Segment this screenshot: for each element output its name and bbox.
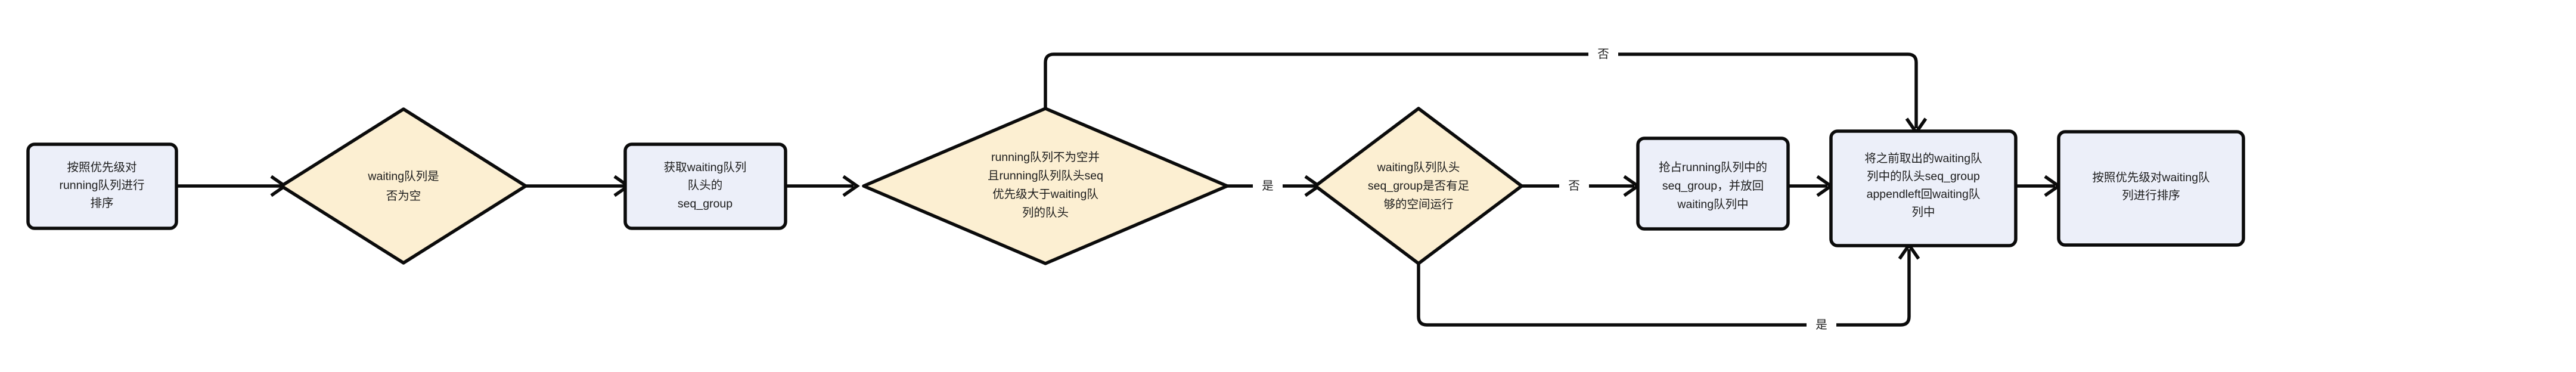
edge-n1-to-n2 <box>176 175 288 197</box>
arrowhead-icon <box>842 175 860 197</box>
node-label-line-2: seq_group，并放回 <box>1662 179 1764 193</box>
node-label-line-2: 否为空 <box>386 190 421 203</box>
edge-path-seg2 <box>1618 52 1918 128</box>
node-label-line-1: 获取waiting队列 <box>664 161 747 174</box>
node-running-priority-greater-than-waiting[interactable]: running队列不为空并 且running队列队头seq 优先级大于waiti… <box>862 107 1229 265</box>
node-label-line-2: 队头的 <box>688 179 723 192</box>
node-label-line-4: 列的队头 <box>1022 206 1069 219</box>
node-box[interactable] <box>26 142 178 230</box>
edge-label-yes: 是 <box>1262 179 1274 193</box>
edge-label-no: 否 <box>1597 48 1609 61</box>
node-label-line-1: 按照优先级对 <box>67 161 136 174</box>
node-label-line-1: waiting队列队头 <box>1377 161 1460 174</box>
edge-path-seg1 <box>1417 264 1807 327</box>
edge-label-no: 否 <box>1568 179 1580 193</box>
node-preempt-running-seq-group[interactable]: 抢占running队列中的 seq_group，并放回 waiting队列中 <box>1636 137 1790 231</box>
node-label-line-1: 将之前取出的waiting队 <box>1864 152 1982 165</box>
node-label-line-2: running队列进行 <box>59 179 144 192</box>
edge-n3-to-n4 <box>786 175 860 197</box>
node-label-line-3: 排序 <box>90 197 113 210</box>
node-enough-space-to-run[interactable]: waiting队列队头 seq_group是否有足 够的空间运行 <box>1314 107 1523 265</box>
node-box[interactable] <box>1636 137 1790 231</box>
node-label-line-3: seq_group <box>678 197 733 210</box>
edge-label-yes: 是 <box>1815 318 1827 331</box>
node-appendleft-back-to-waiting[interactable]: 将之前取出的waiting队 列中的队头seq_group appendleft… <box>1829 129 2018 247</box>
node-label-line-1: 按照优先级对waiting队 <box>2092 171 2209 184</box>
node-sort-waiting-queue[interactable]: 按照优先级对waiting队 列进行排序 <box>2057 130 2245 247</box>
node-label-line-1: 抢占running队列中的 <box>1659 161 1767 174</box>
node-diamond[interactable] <box>1314 107 1523 265</box>
edge-path-seg2 <box>1836 249 1911 327</box>
node-get-waiting-head-seq-group[interactable]: 获取waiting队列 队头的 seq_group <box>623 142 787 230</box>
edge-n2-to-n3 <box>526 175 631 197</box>
edge-n7-to-n8 <box>2016 175 2062 197</box>
node-label-line-3: appendleft回waiting队 <box>1867 188 1981 201</box>
node-label-line-3: 够的空间运行 <box>1383 198 1453 211</box>
node-label-line-2: seq_group是否有足 <box>1368 179 1469 193</box>
node-diamond[interactable] <box>280 107 527 265</box>
edge-n5-to-n6: 否 <box>1522 175 1641 197</box>
node-sort-running-queue[interactable]: 按照优先级对 running队列进行 排序 <box>26 142 178 230</box>
edge-path-seg1 <box>1044 52 1588 108</box>
node-label-line-2: 列中的队头seq_group <box>1867 170 1980 183</box>
node-box[interactable] <box>623 142 787 230</box>
node-label-line-3: waiting队列中 <box>1677 198 1748 211</box>
node-diamond[interactable] <box>862 107 1229 265</box>
edge-n4-to-n7-top: 否 <box>1044 48 1928 135</box>
node-label-line-4: 列中 <box>1911 206 1935 219</box>
node-label-line-1: running队列不为空并 <box>991 151 1100 164</box>
node-box[interactable] <box>2057 130 2245 247</box>
edge-n5-to-n7-bottom: 是 <box>1417 242 1920 331</box>
node-label-line-1: waiting队列是 <box>367 170 439 183</box>
edge-n6-to-n7 <box>1788 175 1834 197</box>
node-label-line-3: 优先级大于waiting队 <box>992 188 1098 201</box>
edge-n4-to-n5: 是 <box>1227 175 1322 197</box>
node-box[interactable] <box>1829 129 2018 247</box>
node-label-line-2: 列进行排序 <box>2122 189 2180 202</box>
node-is-waiting-queue-empty[interactable]: waiting队列是 否为空 <box>280 107 527 265</box>
node-label-line-2: 且running队列队头seq <box>988 169 1103 182</box>
